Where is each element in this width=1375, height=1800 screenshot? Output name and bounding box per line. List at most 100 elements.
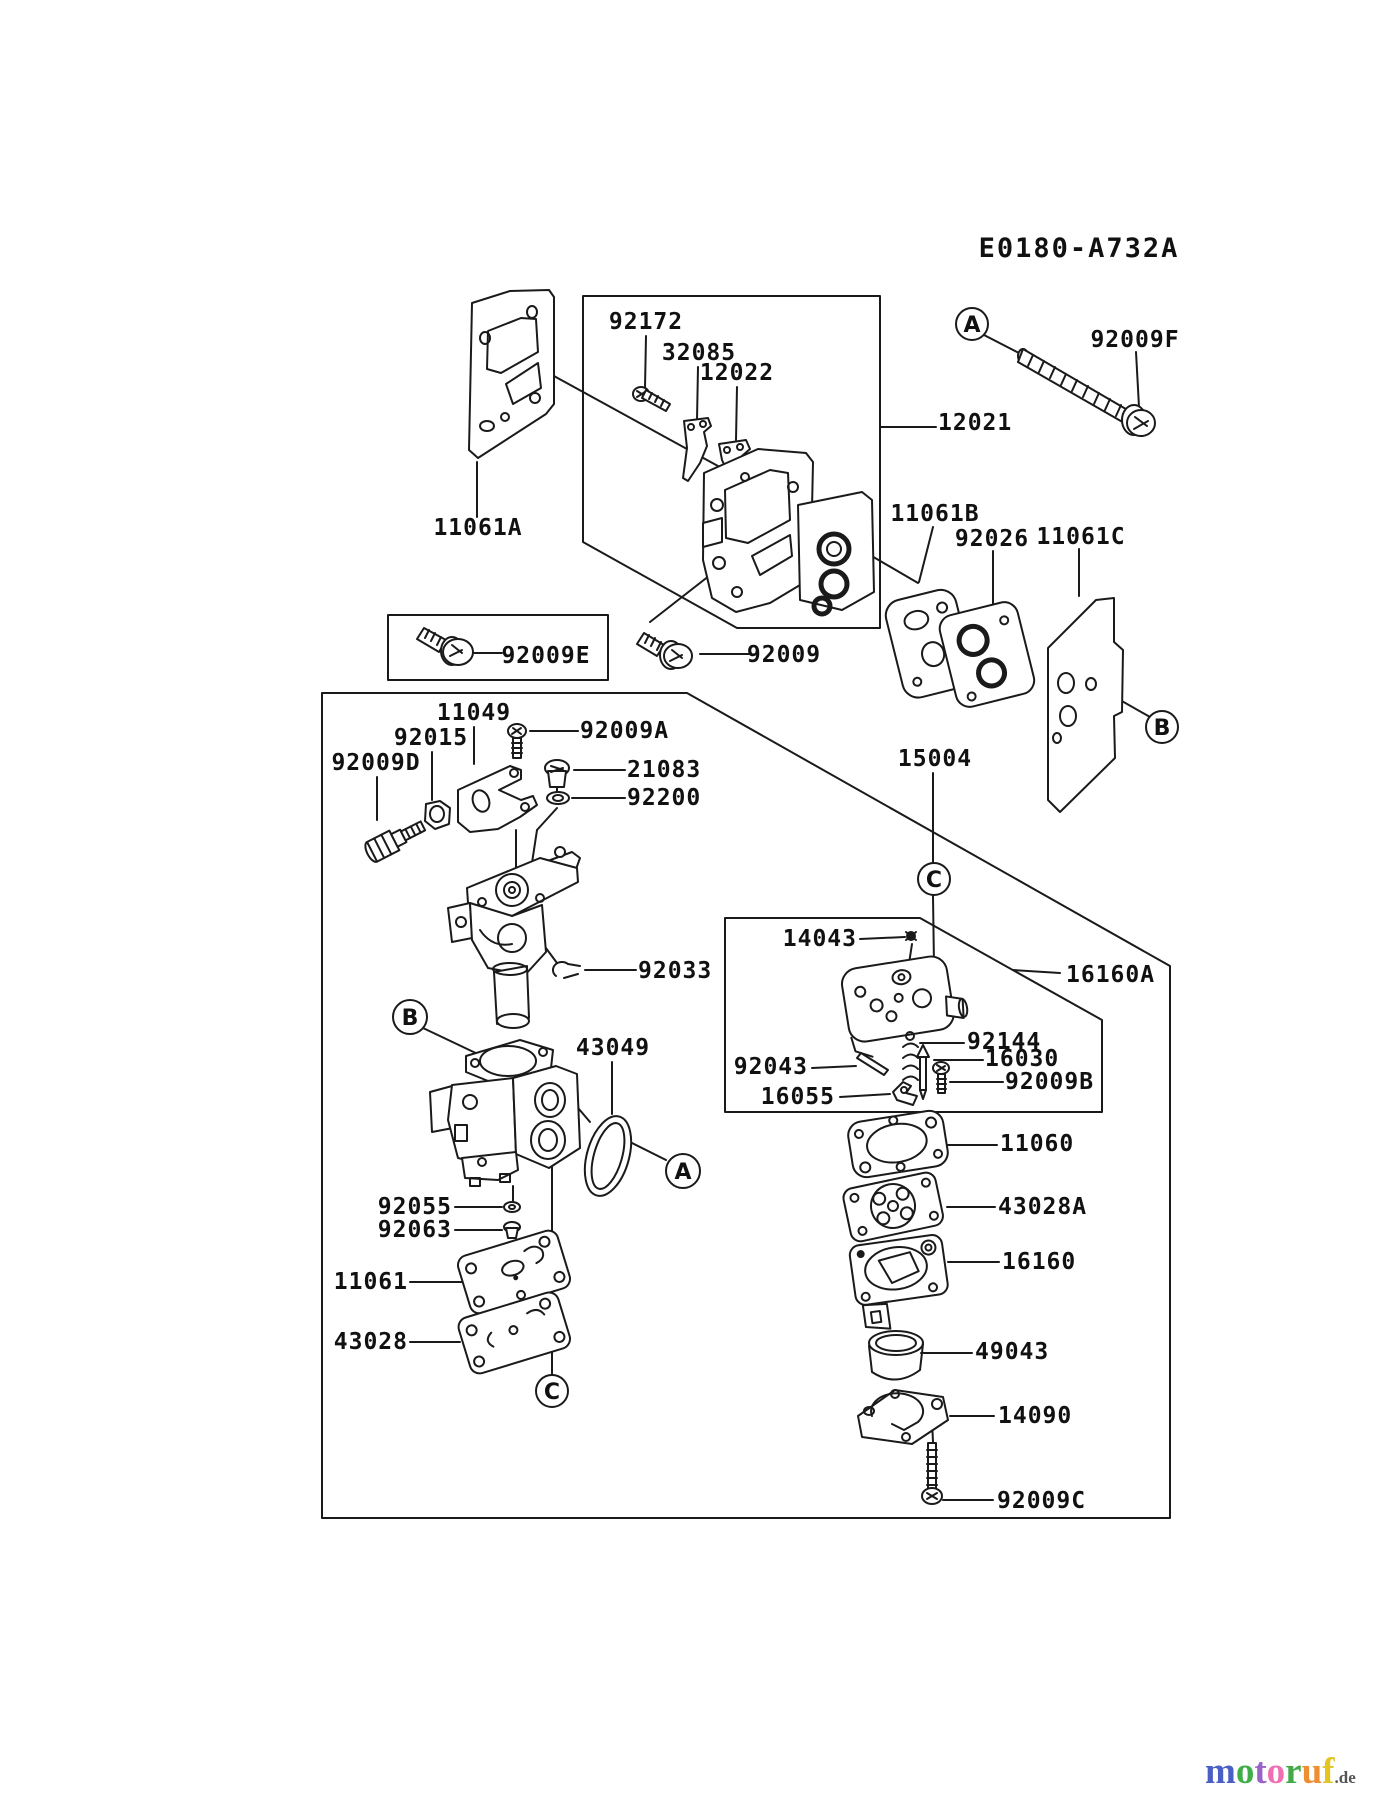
carburetor-body-B-drawing (429, 1039, 581, 1187)
logo-letter: t (1254, 1751, 1267, 1792)
part-label-16160A: 16160A (1066, 962, 1155, 988)
gasket-11060-drawing (847, 1109, 949, 1179)
needle-16030-drawing (916, 1044, 930, 1100)
plate-11061C-drawing (1047, 597, 1124, 813)
part-label-92033: 92033 (638, 958, 712, 984)
body-12021-drawing (702, 448, 875, 617)
leader-92009F (1135, 351, 1140, 408)
plate-32085-drawing (682, 417, 712, 482)
diaphragm-43028-drawing (457, 1291, 572, 1375)
part-label-16030: 16030 (985, 1046, 1059, 1072)
washer-92055-drawing (503, 1201, 521, 1213)
lever-16055-drawing (892, 1081, 918, 1106)
clip-92033-drawing (551, 960, 581, 979)
connector-c-left-label: C (544, 1380, 560, 1405)
leader-connector-b-left (422, 1027, 483, 1057)
screw-92009F-drawing (1017, 348, 1156, 437)
part-label-11049: 11049 (437, 700, 511, 726)
connector-c-right-circle (917, 862, 951, 896)
connector-a-top-circle (955, 307, 989, 341)
logo-letter: r (1285, 1751, 1302, 1792)
box-16160A-subassembly (724, 917, 1103, 1113)
logo-letter: o (1235, 1751, 1255, 1792)
part-label-92144: 92144 (967, 1029, 1041, 1055)
part-label-92009F: 92009F (1090, 327, 1179, 353)
part-label-14043: 14043 (783, 926, 857, 952)
part-label-92009D: 92009D (331, 750, 420, 776)
logo-letter: u (1301, 1751, 1323, 1792)
box-carburetor-assembly (321, 692, 1171, 1519)
carburetor-upper-assembly-drawing (447, 846, 581, 1029)
bolt-92009D-drawing (364, 820, 427, 863)
box-12021-assembly (582, 295, 881, 629)
connector-circles: A A B B C C (392, 307, 1179, 1408)
leader-43049-to-a (631, 1142, 667, 1161)
connector-b-left-label: B (402, 1006, 419, 1031)
part-label-15004: 15004 (898, 746, 972, 772)
leader-connector-c-to-cover (932, 895, 935, 967)
bolt-92009E-drawing (416, 627, 474, 666)
part-label-11061: 11061 (334, 1269, 408, 1295)
plate-92026-drawing (938, 601, 1036, 708)
leader-32085 (696, 366, 699, 421)
logo-letter: f (1322, 1751, 1335, 1792)
leader-92200-to-carb (536, 807, 558, 831)
leader-92043 (811, 1065, 857, 1069)
part-label-92063: 92063 (378, 1217, 452, 1243)
bolt-92009-drawing (636, 632, 693, 670)
motoruf-logo: motoruf.de (1205, 1752, 1356, 1798)
diaphragm-43028A-drawing (842, 1171, 944, 1243)
connector-a-top-label: A (963, 313, 980, 338)
connector-b-right-circle (1145, 710, 1179, 744)
assembly-boxes (321, 295, 1171, 1519)
needle-seat-14043-drawing (905, 931, 917, 941)
connector-c-right-label: C (926, 868, 942, 893)
nut-92015-drawing (424, 800, 451, 830)
part-label-11060: 11060 (1000, 1131, 1074, 1157)
nut-92063-drawing (503, 1221, 521, 1239)
part-label-92009C: 92009C (997, 1488, 1086, 1514)
part-label-43028: 43028 (334, 1329, 408, 1355)
leader-12022 (735, 386, 738, 441)
part-label-92026: 92026 (955, 526, 1029, 552)
part-label-92055: 92055 (378, 1194, 452, 1220)
part-label-49043: 49043 (975, 1339, 1049, 1365)
part-label-92009: 92009 (747, 642, 821, 668)
screw-92009B-drawing (932, 1061, 950, 1094)
part-label-92009E: 92009E (501, 643, 590, 669)
screw-92009A-drawing (507, 723, 527, 759)
leader-92172 (644, 335, 647, 389)
spring-92144-drawing (902, 1031, 919, 1081)
connector-a-right-label: A (674, 1160, 691, 1185)
diaphragm-11061-drawing (456, 1229, 572, 1315)
part-label-11061B: 11061B (890, 501, 979, 527)
part-label-16055: 16055 (761, 1084, 835, 1110)
part-label-16160: 16160 (1002, 1249, 1076, 1275)
part-label-11061A: 11061A (433, 515, 522, 541)
connector-c-left-circle (535, 1374, 569, 1408)
cover-16160A-drawing (841, 955, 969, 1058)
part-label-92009B: 92009B (1005, 1069, 1094, 1095)
washer-92200-drawing (546, 791, 570, 805)
seal-43049-drawing (583, 1115, 633, 1197)
plate-14090-drawing (857, 1389, 949, 1445)
part-label-92009A: 92009A (580, 718, 669, 744)
gasket-11061A-drawing (468, 289, 555, 459)
part-label-12022: 12022 (700, 360, 774, 386)
valve-21083-drawing (544, 759, 570, 794)
part-label-92200: 92200 (627, 785, 701, 811)
part-label-43028A: 43028A (998, 1194, 1087, 1220)
part-labels: 92172 32085 12022 12021 92009F 11061A 11… (331, 309, 1179, 1514)
leader-connector-a-top (983, 334, 1020, 354)
part-label-21083: 21083 (627, 757, 701, 783)
box-92009E (387, 614, 609, 681)
leader-11061B (918, 526, 934, 583)
connector-b-right-label: B (1154, 716, 1171, 741)
screw-92009C-drawing (921, 1442, 943, 1505)
logo-letter: o (1266, 1751, 1286, 1792)
part-label-92015: 92015 (394, 725, 468, 751)
screw-92172-drawing (632, 386, 671, 412)
part-label-92043: 92043 (734, 1054, 808, 1080)
cup-49043-drawing (868, 1330, 924, 1381)
